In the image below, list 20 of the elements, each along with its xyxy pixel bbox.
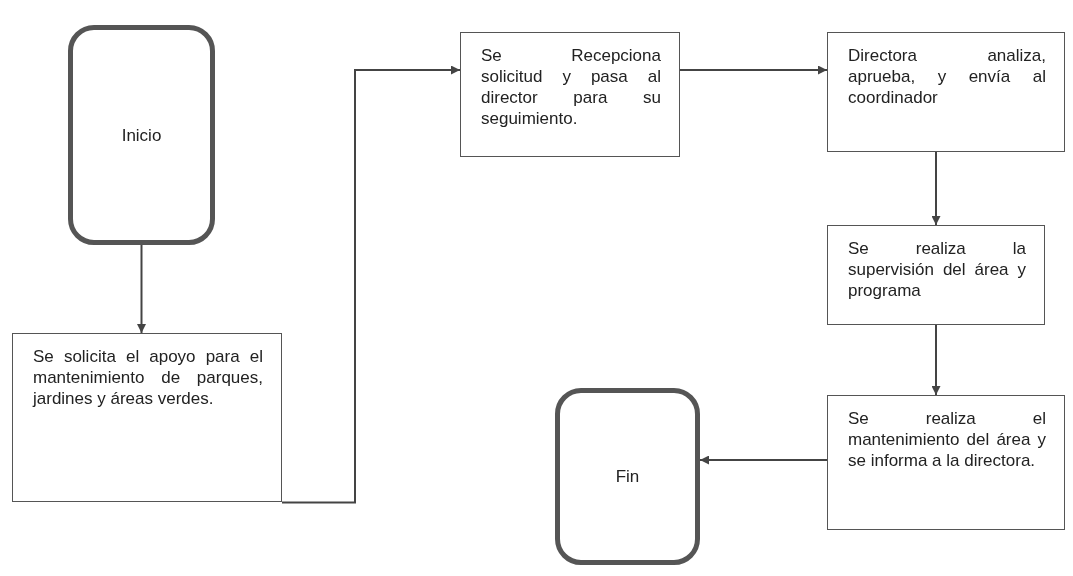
node-text: Se realiza el mantenimiento del área y se informa a la directora. xyxy=(848,408,1046,471)
arrow xyxy=(699,455,828,465)
arrow xyxy=(931,151,941,226)
process-box xyxy=(827,32,1065,152)
node-text: Se realiza la supervisión del área y programa xyxy=(848,238,1026,301)
node-text: Se solicita el apoyo para el mantenimiento de parques, jardines y áreas verdes. xyxy=(33,346,263,409)
arrow xyxy=(931,324,941,396)
process-box xyxy=(827,395,1065,530)
arrow xyxy=(679,65,828,75)
node-text: Se Recepciona solicitud y pasa al director para su seguimiento. xyxy=(481,45,661,129)
node-text: Fin xyxy=(615,466,640,487)
process-box xyxy=(827,225,1045,325)
process-box xyxy=(12,333,282,502)
terminal-box xyxy=(555,388,700,565)
node-text: Inicio xyxy=(121,124,162,146)
node-text: Directora analiza, aprueba, y envía al coordinador xyxy=(848,45,1046,108)
arrow xyxy=(281,65,461,504)
terminal-box xyxy=(68,25,215,245)
process-box xyxy=(460,32,680,157)
arrow xyxy=(137,244,146,334)
